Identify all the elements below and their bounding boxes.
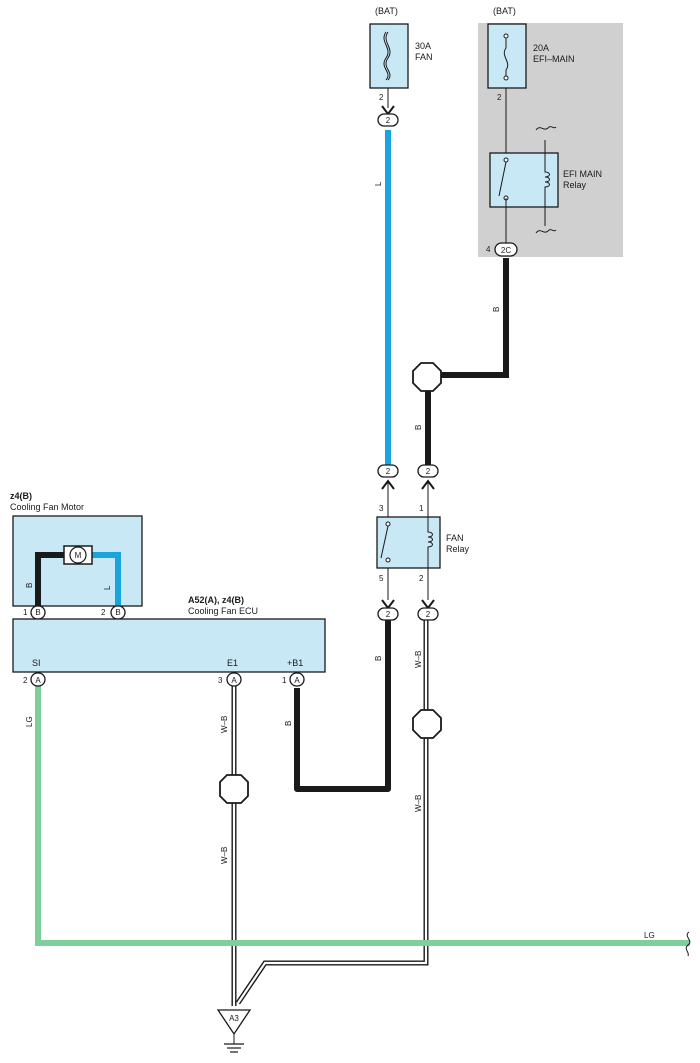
relay-pin-3: 3 [379, 504, 384, 513]
motor-wire-right-label: L [103, 585, 112, 590]
motor-wire-left-label: B [25, 583, 34, 588]
motor-pin-1: 1 [23, 608, 28, 617]
motor-pin-2: 2 [101, 608, 106, 617]
cooling-fan-ecu-box [12, 618, 326, 673]
relay-pin-5: 5 [379, 574, 384, 583]
wire-efi-out-b [440, 258, 509, 378]
ecu-b1-connector-label: A [294, 676, 300, 685]
motor-icon [69, 546, 87, 564]
ground-connector [216, 1009, 252, 1036]
wire-label-ecu-e1-1: W–B [220, 716, 229, 733]
splice-wb-ecu-icon [219, 774, 249, 804]
relay-bottom-left-arrow-icon [381, 599, 395, 610]
fan-fuse-name: FAN [415, 52, 433, 62]
motor-name-label: Cooling Fan Motor [10, 502, 84, 512]
ecu-pin-si: 2 [23, 676, 28, 685]
fan-fuse-source-label: (BAT) [375, 6, 398, 16]
ecu-name-label: Cooling Fan ECU [188, 606, 258, 616]
efi-fuse-rating: 20A [533, 43, 549, 53]
efi-fuse-icon [503, 36, 509, 80]
ecu-ref-label: A52(A), z4(B) [188, 595, 244, 605]
ecu-e1-connector-label: A [231, 676, 237, 685]
efi-relay-top-continuation-icon [535, 126, 557, 131]
motor-ref-label: z4(B) [10, 491, 32, 501]
relay-top-right-connector [417, 464, 439, 478]
ecu-pin-e1: 3 [218, 676, 223, 685]
splice-b-icon [412, 362, 442, 392]
ecu-b1-connector [289, 672, 305, 687]
splice-wb-relay-icon [412, 709, 442, 739]
ecu-terminal-e1: E1 [227, 658, 238, 668]
ground-ref-label: A3 [229, 1014, 239, 1023]
efi-main-relay-box [489, 152, 559, 208]
wire-label-si-left: LG [25, 716, 34, 727]
wire-label-fan-feed: L [374, 181, 383, 186]
motor-wire-l [92, 552, 121, 606]
motor-pin2-connector-label: B [115, 608, 120, 617]
efi-relay-label-line1: EFI MAIN [563, 169, 602, 179]
efi-fuse-name: EFI–MAIN [533, 54, 575, 64]
ecu-si-connector [30, 672, 46, 687]
relay-bottom-right-connector [417, 607, 439, 621]
relay-bottom-left-connector [377, 607, 399, 621]
fan-relay-label-line1: FAN [446, 533, 464, 543]
efi-fuse-pin: 2 [497, 93, 502, 102]
wire-relay-out-b [294, 620, 391, 792]
wire-label-relay-out: B [374, 656, 383, 661]
efi-out-connector-label: 2C [501, 246, 511, 255]
relay-top-left-connector-label: 2 [386, 467, 391, 476]
wire-relay-ground-wb [235, 620, 429, 1005]
wire-label-relay-ground-1: W–B [414, 651, 423, 668]
fan-relay-switch-icon [380, 525, 389, 559]
relay-bottom-right-connector-label: 2 [426, 610, 431, 619]
fan-fuse-pin: 2 [379, 93, 384, 102]
relay-top-right-connector-label: 2 [426, 467, 431, 476]
relay-pin-1: 1 [419, 504, 424, 513]
ecu-e1-connector [226, 672, 242, 687]
relay-pin-2: 2 [419, 574, 424, 583]
efi-relay-bottom-continuation-icon [535, 229, 557, 234]
efi-out-pin: 4 [486, 245, 491, 254]
wire-break-icon [685, 931, 691, 957]
fan-relay-coil-icon [427, 517, 433, 568]
wire-label-relay-in: B [414, 425, 423, 430]
fan-fuse-connector [377, 113, 399, 127]
efi-relay-coil-icon [544, 166, 550, 196]
fan-fuse-connector-label: 2 [386, 116, 391, 125]
efi-relay-switch-icon [498, 161, 507, 197]
ecu-si-connector-label: A [35, 676, 41, 685]
wire-label-ecu-e1-2: W–B [220, 847, 229, 864]
fan-relay-label-line2: Relay [446, 544, 470, 554]
efi-relay-label-line2: Relay [563, 180, 587, 190]
efi-source-label: (BAT) [493, 6, 516, 16]
relay-bottom-right-arrow-icon [421, 599, 435, 610]
relay-top-left-connector [377, 464, 399, 478]
wire-label-si-right: LG [644, 931, 655, 940]
wire-label-efi-out: B [492, 307, 501, 312]
ecu-terminal-si: SI [32, 658, 41, 668]
wire-label-ecu-b1: B [284, 721, 293, 726]
efi-out-connector [494, 242, 518, 257]
fan-fuse-icon [385, 31, 391, 81]
motor-pin1-connector-label: B [35, 608, 40, 617]
motor-symbol: M [75, 551, 82, 560]
relay-bottom-left-connector-label: 2 [386, 610, 391, 619]
fan-fuse-rating: 30A [415, 41, 431, 51]
wire-label-relay-ground-2: W–B [414, 795, 423, 812]
wire-si-lg [35, 686, 690, 946]
motor-wire-b [35, 552, 64, 606]
ground-icon [224, 1043, 244, 1053]
ecu-pin-b1: 1 [282, 676, 287, 685]
ecu-terminal-b1: +B1 [287, 658, 303, 668]
